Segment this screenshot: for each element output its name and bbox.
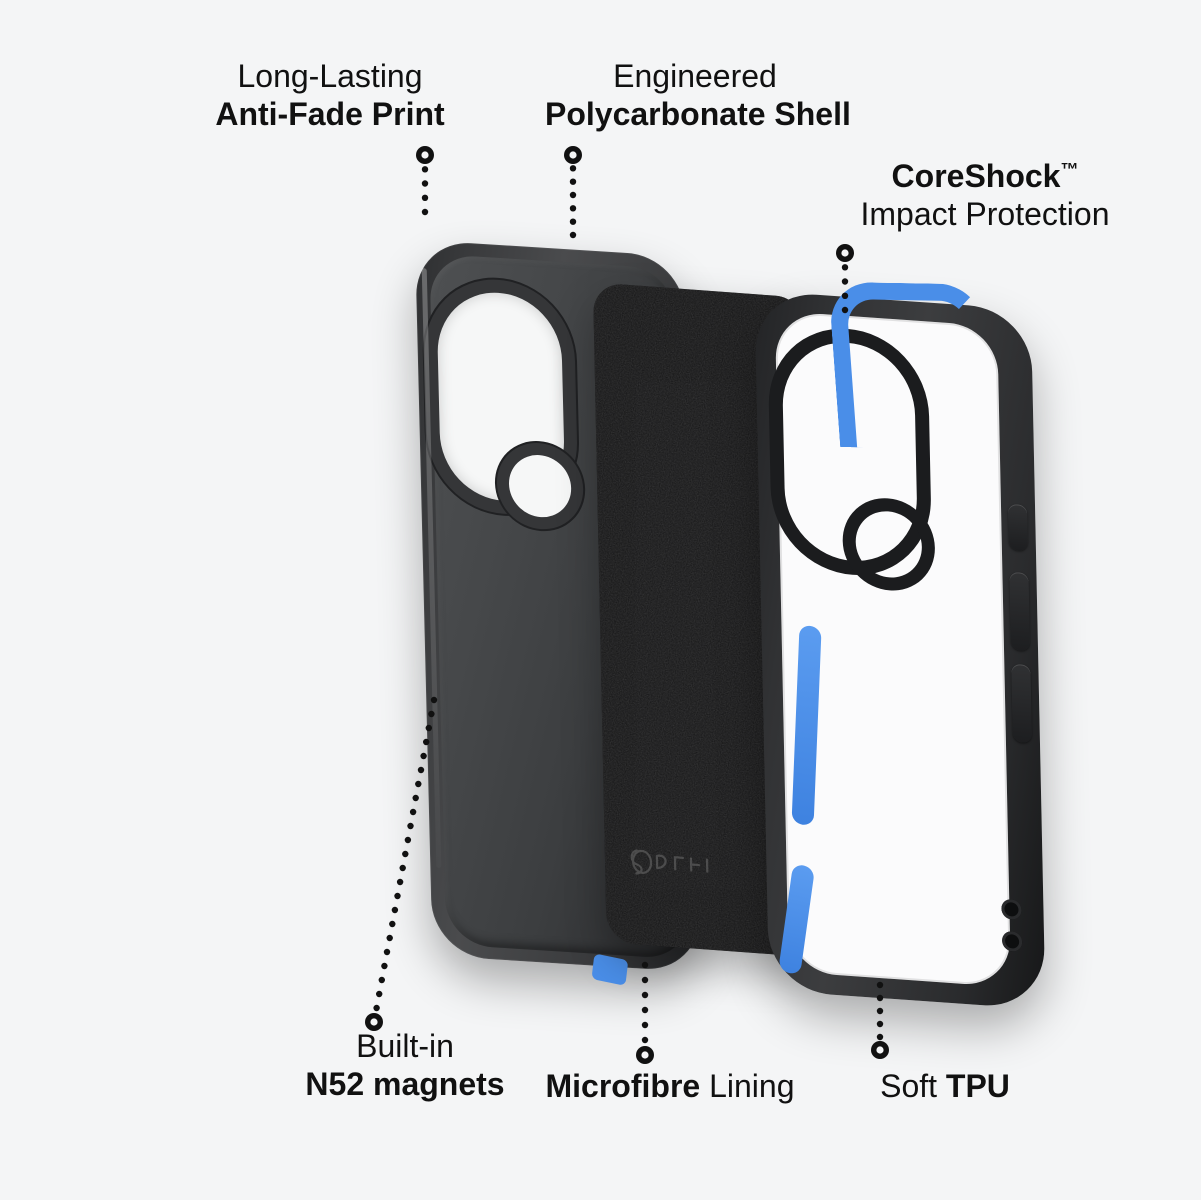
- callout-core-line2: Impact Protection: [860, 195, 1110, 232]
- callout-magnet-line1: Built-in: [356, 1028, 454, 1064]
- callout-magnet-line2: N52 magnets: [305, 1065, 505, 1102]
- callout-core-name: CoreShock: [891, 158, 1061, 194]
- trademark-symbol: ™: [1060, 159, 1079, 180]
- callout-polycarbonate-shell: Engineered Polycarbonate Shell: [545, 58, 851, 134]
- tpu-frame-body: [754, 281, 1046, 1010]
- microfibre-brand-logo: [630, 849, 709, 875]
- print-skin-notch-mid: [284, 622, 323, 745]
- tpu-volume-up-button[interactable]: [1009, 571, 1031, 652]
- callout-microfibre-lining: Microfibre Lining: [520, 1068, 820, 1106]
- callout-tpu-line: Soft TPU: [845, 1068, 1045, 1106]
- callout-micro-bold: Microfibre: [545, 1068, 701, 1104]
- callout-anti-fade-print: Long-Lasting Anti-Fade Print: [200, 58, 460, 134]
- callout-soft-tpu: Soft TPU: [845, 1068, 1045, 1106]
- callout-tpu-bold: TPU: [945, 1068, 1010, 1104]
- callout-micro-regular: Lining: [700, 1068, 795, 1104]
- layer-soft-tpu-bumper[interactable]: [754, 281, 1046, 1010]
- callout-micro-line: Microfibre Lining: [520, 1068, 820, 1106]
- tpu-volume-down-button[interactable]: [1011, 663, 1032, 744]
- callout-tpu-regular: Soft: [880, 1068, 946, 1104]
- callout-poly-line1: Engineered: [613, 58, 777, 94]
- callout-poly-line2: Polycarbonate Shell: [545, 95, 851, 132]
- callout-core-line1: CoreShock™: [835, 158, 1135, 196]
- tpu-action-button[interactable]: [1007, 503, 1028, 552]
- callout-n52-magnets: Built-in N52 magnets: [270, 1028, 540, 1104]
- shell-blue-accent-tab: [591, 953, 629, 986]
- callout-anti-fade-line2: Anti-Fade Print: [215, 95, 445, 132]
- callout-coreshock: CoreShock™ Impact Protection: [835, 158, 1135, 234]
- tpu-blue-accent-top: [828, 281, 995, 450]
- callout-anti-fade-line1: Long-Lasting: [237, 58, 423, 94]
- print-skin-notch-top: [273, 335, 320, 434]
